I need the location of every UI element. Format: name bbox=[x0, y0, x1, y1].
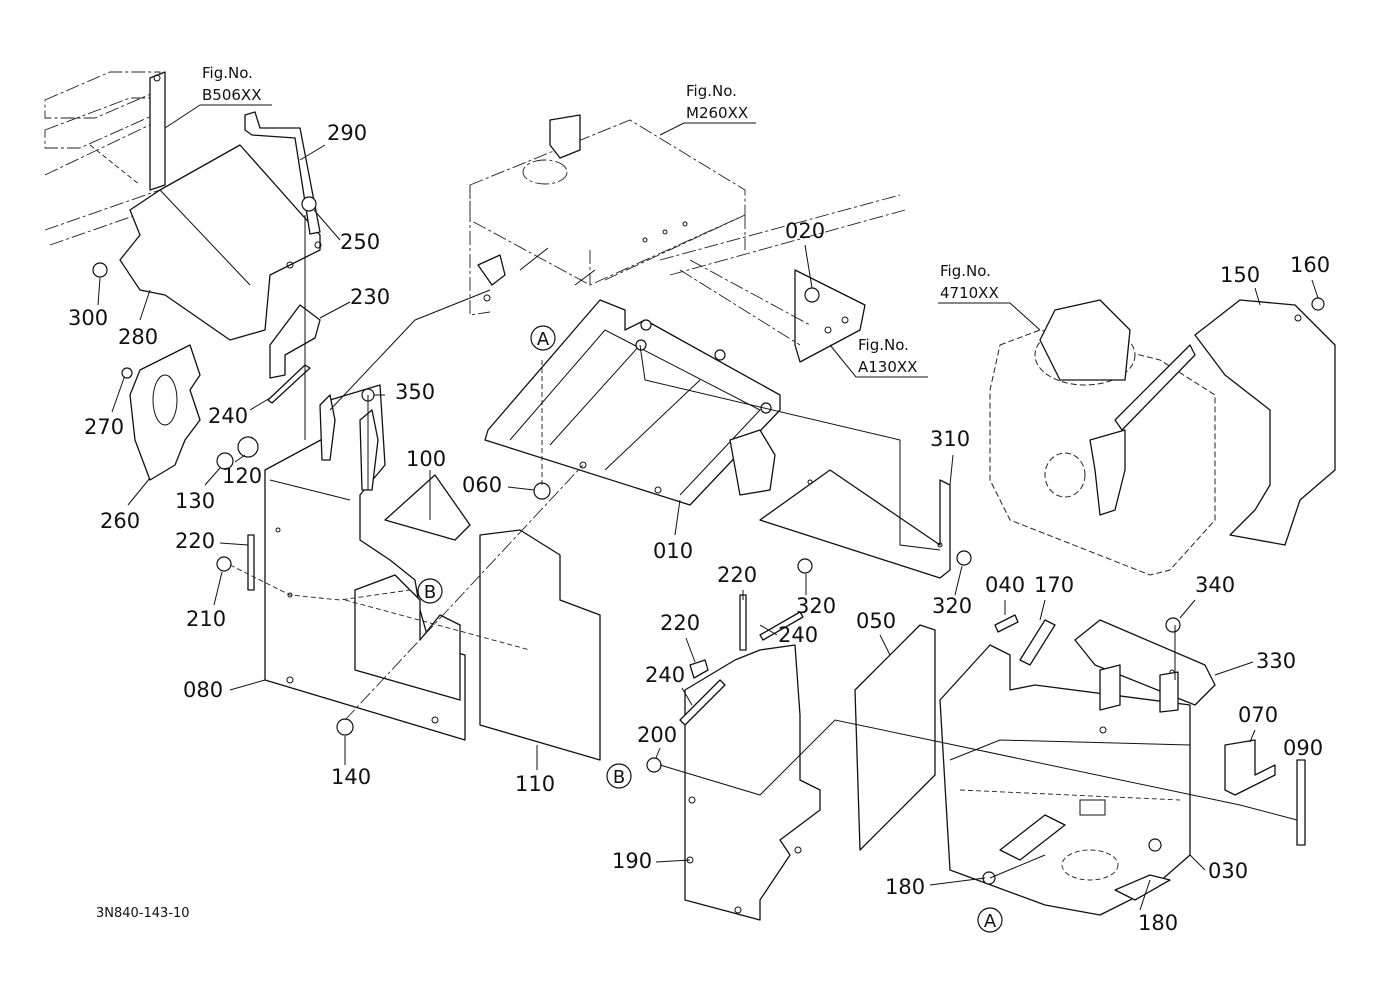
label-250: 250 bbox=[340, 230, 380, 254]
fig-ref-a130: Fig.No. A130XX bbox=[829, 336, 928, 378]
label-050: 050 bbox=[856, 609, 896, 633]
label-290: 290 bbox=[327, 121, 367, 145]
svg-text:4710XX: 4710XX bbox=[940, 284, 999, 302]
fig-ref-m260: Fig.No. M260XX bbox=[659, 82, 756, 136]
label-040: 040 bbox=[985, 573, 1025, 597]
marker-a-top-label: A bbox=[537, 329, 550, 350]
label-080: 080 bbox=[183, 678, 223, 702]
svg-text:B506XX: B506XX bbox=[202, 86, 261, 104]
label-180-right: 180 bbox=[1138, 911, 1178, 935]
label-330: 330 bbox=[1256, 649, 1296, 673]
fig-ref-4710: Fig.No. 4710XX bbox=[938, 262, 1041, 331]
part-290-stay bbox=[244, 111, 321, 235]
label-270: 270 bbox=[84, 415, 124, 439]
svg-text:Fig.No.: Fig.No. bbox=[858, 336, 909, 354]
marker-a-bottom: A bbox=[977, 907, 1003, 933]
marker-b-mid-label: B bbox=[613, 767, 625, 788]
marker-b-left-label: B bbox=[424, 582, 436, 603]
label-210: 210 bbox=[186, 607, 226, 631]
marker-b-mid: B bbox=[606, 763, 632, 789]
marker-a-top: A bbox=[530, 325, 556, 351]
label-220-mid-top: 220 bbox=[717, 563, 757, 587]
label-260: 260 bbox=[100, 509, 140, 533]
label-130: 130 bbox=[175, 489, 215, 513]
svg-text:Fig.No.: Fig.No. bbox=[686, 82, 737, 100]
marker-b-left: B bbox=[417, 578, 443, 604]
fuel-tank-reference bbox=[989, 299, 1216, 576]
label-230: 230 bbox=[350, 285, 390, 309]
fasteners bbox=[92, 196, 1325, 885]
part-240-seal-left bbox=[267, 364, 311, 404]
label-350: 350 bbox=[395, 380, 435, 404]
label-240-mid-right: 240 bbox=[778, 623, 818, 647]
part-170-pad bbox=[1019, 619, 1056, 666]
label-120: 120 bbox=[222, 464, 262, 488]
label-300: 300 bbox=[68, 306, 108, 330]
label-160: 160 bbox=[1290, 253, 1330, 277]
part-030-battery-box bbox=[939, 644, 1191, 916]
part-100-pad bbox=[384, 474, 471, 541]
part-150-cover bbox=[1194, 299, 1336, 546]
label-070: 070 bbox=[1238, 703, 1278, 727]
label-110: 110 bbox=[515, 772, 555, 796]
part-110-pad bbox=[479, 529, 601, 761]
svg-text:Fig.No.: Fig.No. bbox=[202, 64, 253, 82]
part-010-tray bbox=[484, 299, 781, 506]
drawing-code: 3N840-143-10 bbox=[96, 906, 190, 921]
label-100: 100 bbox=[406, 447, 446, 471]
label-090: 090 bbox=[1283, 736, 1323, 760]
label-280: 280 bbox=[118, 325, 158, 349]
label-240-left: 240 bbox=[208, 404, 248, 428]
label-150: 150 bbox=[1220, 263, 1260, 287]
label-220-left: 220 bbox=[175, 529, 215, 553]
fig-ref-b506: Fig.No. B506XX bbox=[164, 64, 272, 129]
part-050-pad bbox=[854, 624, 936, 851]
label-140: 140 bbox=[331, 765, 371, 789]
svg-text:A130XX: A130XX bbox=[858, 358, 917, 376]
svg-text:M260XX: M260XX bbox=[686, 104, 748, 122]
label-020: 020 bbox=[785, 219, 825, 243]
svg-text:Fig.No.: Fig.No. bbox=[940, 262, 991, 280]
label-220-mid: 220 bbox=[660, 611, 700, 635]
part-190-panel bbox=[684, 644, 821, 921]
label-310: 310 bbox=[930, 427, 970, 451]
frame-m260-reference bbox=[469, 114, 746, 316]
alignment-lines bbox=[229, 215, 1298, 879]
label-340: 340 bbox=[1195, 573, 1235, 597]
label-320-left: 320 bbox=[796, 594, 836, 618]
marker-a-bottom-label: A bbox=[984, 911, 997, 932]
part-230-bracket bbox=[269, 304, 321, 379]
label-200: 200 bbox=[637, 723, 677, 747]
label-190: 190 bbox=[612, 849, 652, 873]
part-insulator-left bbox=[354, 574, 461, 701]
label-180-left: 180 bbox=[885, 875, 925, 899]
part-070-plate bbox=[1224, 739, 1276, 796]
label-060: 060 bbox=[462, 473, 502, 497]
label-320-right: 320 bbox=[932, 594, 972, 618]
part-040-spacer bbox=[994, 614, 1019, 633]
part-090-rod bbox=[1296, 759, 1306, 846]
part-310-bracket bbox=[759, 469, 951, 579]
part-280-shield bbox=[119, 144, 322, 341]
label-240-mid: 240 bbox=[645, 663, 685, 687]
label-010: 010 bbox=[653, 539, 693, 563]
label-030: 030 bbox=[1208, 859, 1248, 883]
label-170: 170 bbox=[1034, 573, 1074, 597]
part-260-plate bbox=[129, 344, 201, 481]
part-labels: 290 250 230 350 300 280 270 240 260 130 … bbox=[68, 121, 1330, 935]
